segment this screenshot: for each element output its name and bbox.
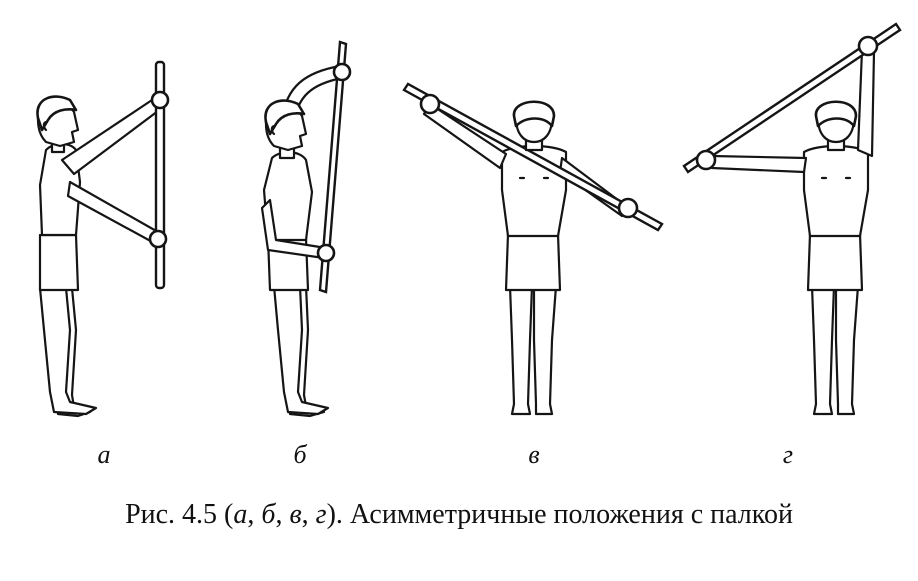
- figure-caption: Рис. 4.5 (а, б, в, г). Асимметричные пол…: [0, 499, 918, 531]
- figure-b-illustration: [260, 40, 352, 418]
- figure-label-v: в: [528, 440, 540, 469]
- caption-suffix: ). Асимметричные положения с палкой: [326, 499, 793, 530]
- figure-label-g: г: [782, 440, 794, 469]
- caption-letter-a: а: [233, 499, 248, 530]
- figure-a-illustration: [36, 60, 170, 418]
- caption-prefix: Рис. 4.5 (: [125, 499, 234, 530]
- caption-letter-g: г: [315, 499, 327, 530]
- caption-letter-b: б: [261, 499, 276, 530]
- figure-label-a: а: [97, 440, 111, 469]
- exercise-figure: а б в г: [36, 22, 902, 469]
- caption-letter-v: в: [289, 499, 302, 530]
- caption-separator: ,: [247, 499, 262, 530]
- caption-separator: ,: [275, 499, 290, 530]
- figure-v-illustration: [402, 82, 664, 416]
- figure-label-b: б: [293, 440, 307, 469]
- figure-g-illustration: [682, 22, 902, 416]
- caption-separator: ,: [301, 499, 316, 530]
